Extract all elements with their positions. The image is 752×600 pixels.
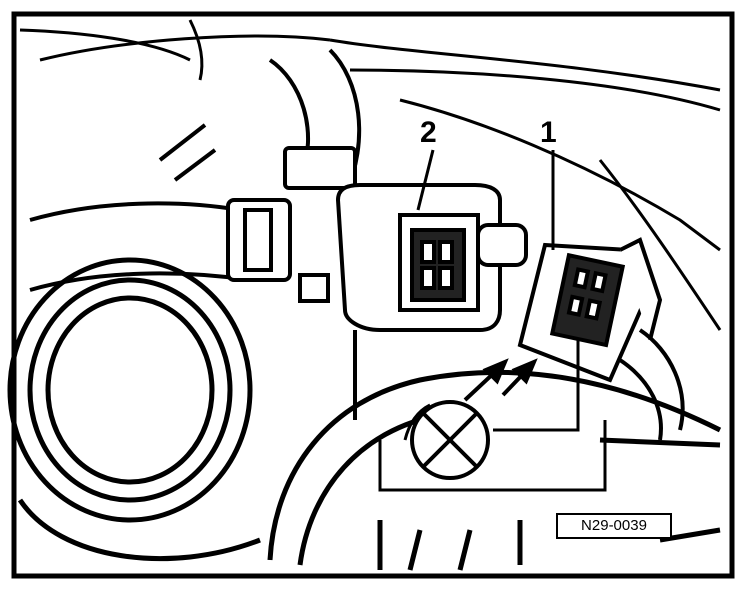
callout-number-1: 1	[540, 116, 557, 149]
intake-pipe	[7, 257, 261, 562]
insertion-arrows	[463, 358, 538, 402]
valve-component-2	[335, 183, 528, 420]
air-intake-duct	[267, 369, 722, 571]
engine-bay-contours	[19, 19, 722, 331]
figure-reference-label: N29-0039	[556, 513, 672, 539]
callout-number-2: 2	[420, 116, 437, 149]
test-lamp-circuit	[378, 340, 607, 492]
callout-leaders	[416, 149, 555, 250]
hose-clamp	[226, 146, 357, 303]
connector-component-1	[517, 237, 685, 441]
circle-x-lamp-icon	[410, 400, 490, 480]
